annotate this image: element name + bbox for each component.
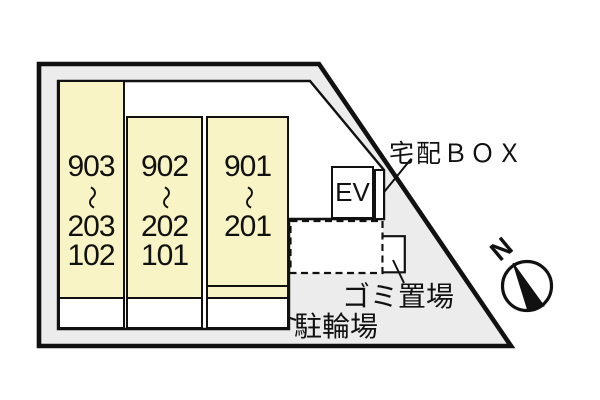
delivery-box-label: 宅配ＢＯＸ <box>389 140 525 168</box>
bicycle-parking-cell-3 <box>206 297 289 329</box>
range-tilde: 〜 <box>77 185 105 210</box>
unit-number: 903 <box>67 150 115 183</box>
garbage-area-box <box>383 235 406 274</box>
delivery-box <box>373 169 385 220</box>
compass-needle <box>512 262 545 312</box>
unit-numbers: 902 〜 202 101 <box>128 150 201 272</box>
range-tilde: 〜 <box>151 185 178 210</box>
elevator-box: EV <box>331 166 374 219</box>
garbage-leader-line <box>392 259 405 284</box>
delivery-box-leader-line <box>379 158 412 198</box>
bicycle-parking-label: 駐輪場 <box>294 311 379 342</box>
unit-numbers: 901 〜 201 <box>208 150 287 243</box>
unit-number: 203 <box>67 210 115 243</box>
range-tilde: 〜 <box>234 185 261 210</box>
unit-number: 201 <box>223 210 272 243</box>
unit-block-901: 901 〜 201 <box>206 116 289 299</box>
unit-number: 202 <box>140 210 189 243</box>
garbage-area-label: ゴミ置場 <box>342 281 455 312</box>
unit-number: 101 <box>140 239 189 272</box>
compass-icon <box>500 259 554 313</box>
entrance-area-dashed <box>289 219 384 275</box>
block-901-divider <box>206 285 289 288</box>
unit-number: 102 <box>67 239 115 272</box>
bicycle-parking-cell-2 <box>126 297 203 329</box>
unit-number: 902 <box>140 150 189 183</box>
unit-block-902: 902 〜 202 101 <box>126 116 203 299</box>
unit-block-903: 903 〜 203 102 <box>57 80 125 299</box>
bicycle-parking-cell-1 <box>57 297 125 329</box>
unit-numbers: 903 〜 203 102 <box>60 150 123 272</box>
unit-number: 901 <box>223 150 272 183</box>
